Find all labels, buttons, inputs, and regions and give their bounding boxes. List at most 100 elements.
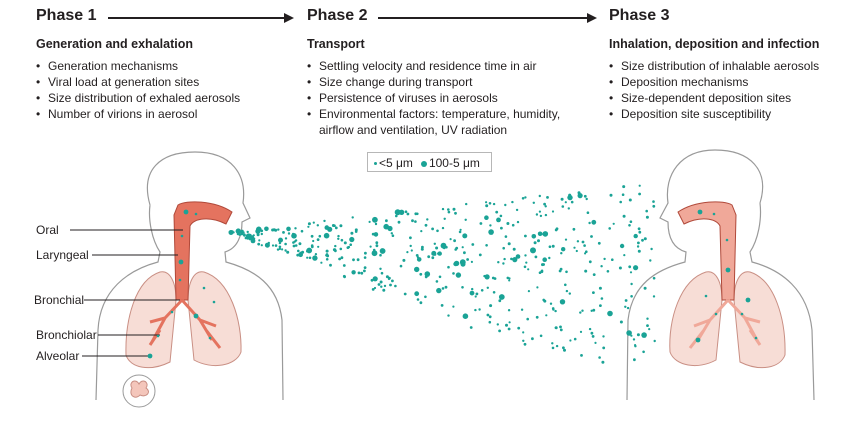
aerosol-particle-small	[592, 273, 596, 276]
aerosol-particle-small	[354, 230, 358, 233]
aerosol-particle-small	[603, 257, 606, 261]
alveolus-cluster	[130, 380, 149, 398]
aerosol-particle-small	[382, 288, 386, 292]
aerosol-particle-small	[630, 334, 633, 337]
large-aerosol-marker	[420, 160, 427, 167]
aerosol-particle-small	[441, 287, 445, 290]
aerosol-particle-small	[461, 246, 464, 249]
aerosol-particle-large	[561, 247, 566, 252]
aerosol-particle-small	[329, 263, 332, 267]
aerosol-particle-small	[369, 245, 372, 248]
aerosol-particle-small	[360, 271, 364, 275]
aerosol-particle-small	[579, 311, 582, 314]
right-bronchi	[688, 298, 762, 349]
aerosol-particle-small	[555, 227, 559, 231]
phase-3: Phase 3 Inhalation, deposition and infec…	[609, 6, 844, 122]
left-airway	[173, 201, 233, 301]
aerosol-particle-small	[497, 261, 500, 264]
aerosol-particle-large	[351, 270, 356, 275]
aerosol-particle-small	[540, 233, 543, 236]
aerosol-particle-small	[503, 257, 506, 261]
airway-particle	[754, 336, 758, 340]
aerosol-particle-small	[542, 298, 545, 302]
aerosol-particle-small	[564, 201, 567, 204]
aerosol-particle-small	[581, 309, 584, 312]
aerosol-particle-small	[633, 358, 636, 362]
aerosol-particle-small	[300, 229, 304, 233]
aerosol-particle-small	[523, 265, 527, 269]
aerosol-particle-small	[447, 208, 450, 211]
aerosol-particle-small	[356, 258, 360, 262]
aerosol-particle-large	[484, 274, 490, 280]
aerosol-particle-small	[524, 254, 527, 257]
aerosol-particle-small	[488, 315, 492, 319]
aerosol-particle-small	[454, 211, 457, 215]
aerosol-particle-small	[594, 341, 597, 344]
aerosol-particle-small	[325, 258, 329, 261]
aerosol-particle-small	[441, 207, 445, 211]
aerosol-particle-small	[426, 218, 429, 221]
aerosol-particle-small	[297, 249, 300, 253]
airway-particle	[740, 312, 744, 316]
aerosol-particle-large	[424, 271, 431, 277]
aerosol-particle-small	[638, 230, 642, 234]
aerosol-particle-small	[600, 297, 604, 300]
aerosol-particle-small	[402, 258, 406, 262]
aerosol-particle-small	[525, 261, 528, 264]
aerosol-particle-small	[583, 244, 586, 247]
aerosol-particle-small	[248, 237, 252, 241]
aerosol-particle-small	[653, 339, 656, 343]
aerosol-particle-small	[274, 228, 278, 232]
aerosol-particle-small	[325, 249, 329, 253]
aerosol-particle-small	[643, 286, 647, 290]
aerosol-particle-small	[502, 246, 506, 250]
aerosol-particle-small	[551, 210, 555, 213]
aerosol-particle-small	[276, 248, 280, 251]
aerosol-particle-small	[618, 266, 622, 270]
aerosol-particle-small	[488, 320, 492, 324]
aerosol-particle-small	[548, 256, 551, 260]
aerosol-particle-small	[489, 224, 492, 227]
aerosol-particle-small	[551, 307, 555, 310]
aerosol-particle-small	[523, 342, 527, 346]
aerosol-particle-small	[333, 248, 337, 252]
aerosol-particle-small	[431, 227, 434, 231]
aerosol-particle-small	[310, 245, 314, 249]
aerosol-particle-small	[403, 292, 407, 296]
aerosol-particle-small	[410, 249, 413, 252]
aerosol-particle-small	[561, 205, 565, 208]
right-lung-right	[733, 271, 786, 369]
aerosol-particle-small	[447, 265, 450, 269]
aerosol-particle-small	[437, 288, 441, 292]
aerosol-particle-small	[527, 290, 531, 293]
aerosol-particle-large	[496, 217, 501, 223]
aerosol-particle-small	[292, 244, 296, 248]
aerosol-particle-small	[379, 253, 382, 257]
aerosol-particle-large	[414, 266, 420, 273]
aerosol-particle-small	[281, 248, 284, 251]
aerosol-particle-small	[342, 264, 346, 267]
aerosol-particle-small	[373, 286, 377, 290]
airway-particle	[697, 209, 703, 215]
aerosol-particle-large	[591, 219, 597, 225]
aerosol-particle-small	[368, 220, 371, 223]
aerosol-particle-small	[483, 274, 486, 278]
aerosol-particle-small	[602, 346, 606, 350]
airway-particle	[178, 259, 184, 265]
aerosol-particle-small	[588, 327, 592, 331]
aerosol-particle-small	[397, 220, 401, 224]
aerosol-particle-small	[536, 286, 539, 289]
aerosol-particle-small	[243, 233, 246, 237]
left-bronchi	[148, 298, 222, 349]
aerosol-particle-small	[564, 238, 568, 241]
phase-1-list: Generation mechanisms Viral load at gene…	[36, 58, 276, 122]
aerosol-particle-small	[306, 256, 309, 259]
aerosol-particle-small	[652, 200, 655, 203]
aerosol-particle-small	[406, 212, 410, 216]
list-item: Settling velocity and residence time in …	[307, 58, 587, 74]
aerosol-particle-large	[577, 193, 583, 199]
aerosol-particle-small	[515, 208, 519, 212]
aerosol-particle-small	[630, 295, 633, 298]
aerosol-particle-small	[385, 219, 388, 223]
